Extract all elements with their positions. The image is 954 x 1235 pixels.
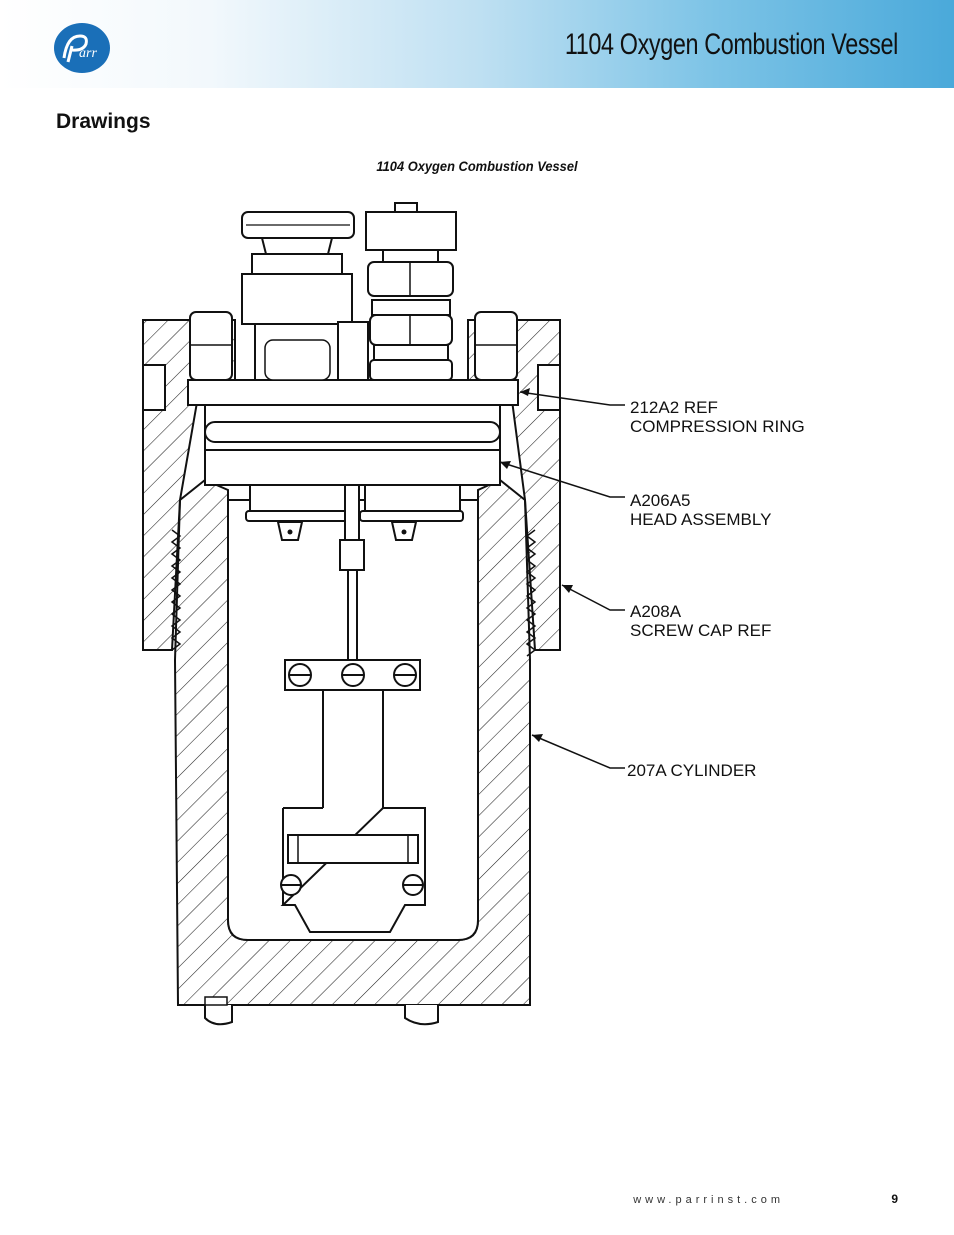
head-assembly: [204, 404, 501, 486]
callout-head-assembly: A206A5 HEAD ASSEMBLY: [630, 491, 771, 529]
threads-right: [525, 529, 537, 657]
svg-text:arr: arr: [79, 46, 97, 61]
figure-caption: 1104 Oxygen Combustion Vessel: [376, 158, 578, 174]
callout-description: COMPRESSION RING: [630, 417, 805, 436]
parr-logo: arr: [54, 23, 110, 73]
footer-url: www.parrinst.com: [633, 1194, 784, 1206]
callout-part: 212A2 REF: [630, 398, 718, 417]
callout-description: SCREW CAP REF: [630, 621, 772, 640]
leader-screw-cap: [561, 584, 625, 611]
callout-part: 207A CYLINDER: [627, 761, 757, 780]
callout-description: HEAD ASSEMBLY: [630, 510, 772, 529]
page-number: 9: [891, 1192, 898, 1206]
leader-compression-ring: [519, 391, 625, 406]
leader-head-assembly: [499, 461, 625, 498]
callout-part: A206A5: [630, 491, 691, 510]
section-heading: Drawings: [56, 110, 151, 133]
callout-screw-cap: A208A SCREW CAP REF: [630, 602, 771, 640]
callout-compression-ring: 212A2 REF COMPRESSION RING: [630, 398, 805, 436]
document-title: 1104 Oxygen Combustion Vessel: [565, 28, 898, 61]
page-header: arr 1104 Oxygen Combustion Vessel: [0, 0, 954, 88]
callout-part: A208A: [630, 602, 682, 621]
compression-ring: [187, 379, 519, 406]
leader-cylinder: [531, 734, 625, 769]
callout-cylinder: 207A CYLINDER: [627, 761, 756, 780]
